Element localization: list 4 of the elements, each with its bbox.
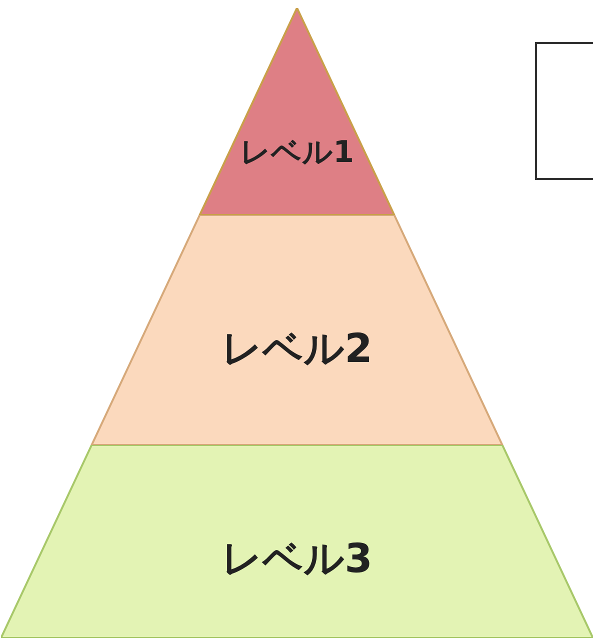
tier-label: レベル3	[220, 535, 374, 584]
frame-box	[535, 42, 593, 180]
tier-label: レベル1	[239, 134, 355, 172]
tier-label: レベル2	[220, 325, 374, 374]
